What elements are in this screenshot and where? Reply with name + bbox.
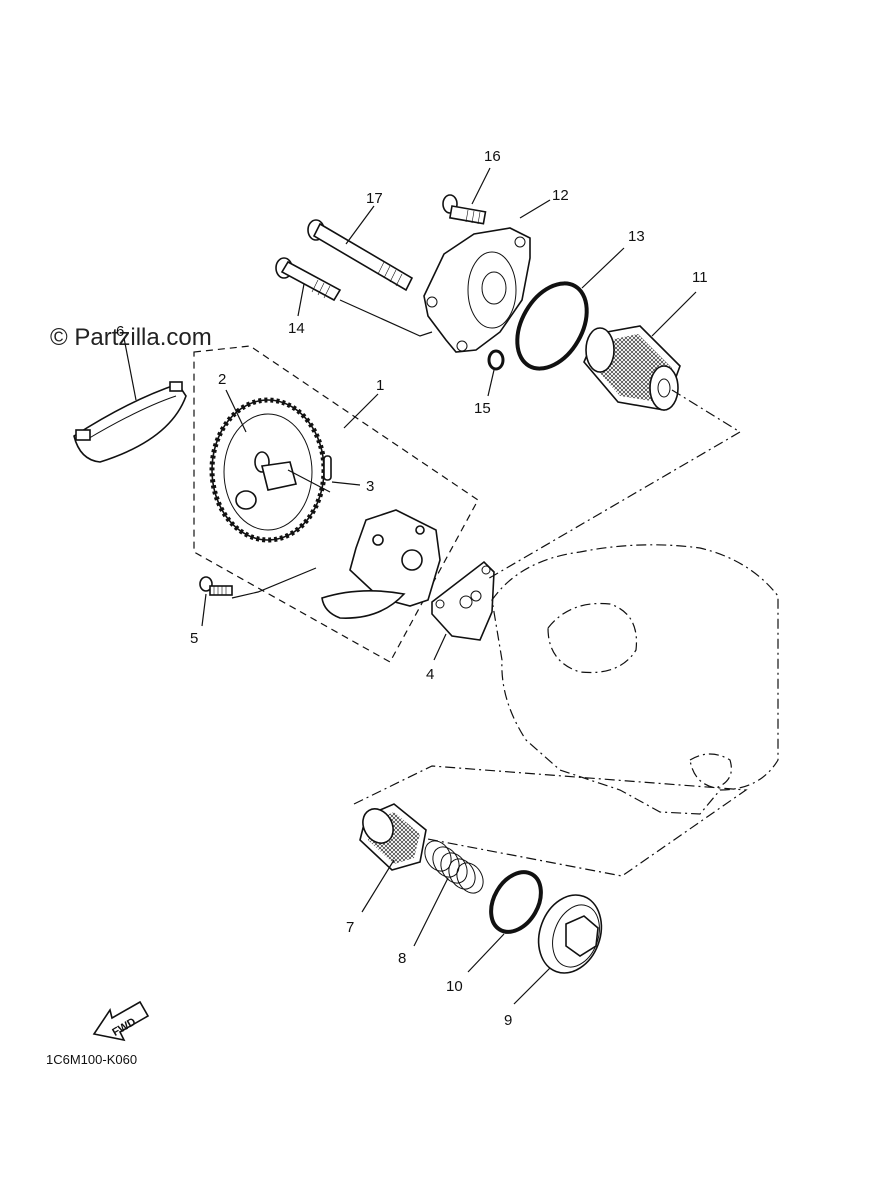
- leader-10: [467, 933, 505, 973]
- callout-3: 3: [366, 478, 374, 495]
- part-8-spring[interactable]: [420, 836, 489, 898]
- alignment-line-strainer: [353, 765, 748, 877]
- part-9-drain-plug[interactable]: [528, 886, 612, 982]
- callout-11: 11: [692, 269, 708, 286]
- part-6-cover[interactable]: [73, 381, 187, 463]
- callout-5: 5: [190, 630, 198, 647]
- part-12-filter-cover[interactable]: [423, 227, 531, 353]
- callout-17: 17: [366, 190, 383, 207]
- part-5-screw[interactable]: [199, 576, 233, 596]
- leader-8: [413, 877, 449, 947]
- callout-6: 6: [116, 323, 124, 340]
- alignment-line-filter: [485, 389, 742, 581]
- watermark: © Partzilla.com: [50, 324, 212, 351]
- crankcase-outline: [491, 544, 779, 815]
- part-16-bolt[interactable]: [442, 194, 487, 225]
- callout-7: 7: [346, 919, 354, 936]
- leader-12: [519, 199, 551, 219]
- callout-13: 13: [628, 228, 645, 245]
- part-10-o-ring[interactable]: [481, 863, 551, 940]
- part-11-oil-filter[interactable]: [583, 325, 681, 411]
- leader-2: [225, 389, 247, 433]
- callout-14: 14: [288, 320, 305, 337]
- crankcase-plug-port: [689, 753, 732, 789]
- part-13-o-ring[interactable]: [503, 271, 601, 381]
- part-14-bolt[interactable]: [275, 257, 342, 302]
- part-17-long-bolt[interactable]: [307, 219, 414, 292]
- crankcase-inner: [547, 602, 638, 674]
- callout-16: 16: [484, 148, 501, 165]
- leader-3: [287, 469, 361, 493]
- oil-pump-body[interactable]: [321, 509, 441, 619]
- callout-8: 8: [398, 950, 406, 967]
- part-15-small-o-ring[interactable]: [487, 349, 505, 371]
- leader-4: [433, 633, 447, 661]
- part-7-strainer[interactable]: [357, 803, 427, 871]
- diagram-code: 1C6M100-K060: [46, 1052, 137, 1067]
- callout-4: 4: [426, 666, 434, 683]
- callout-12: 12: [552, 187, 569, 204]
- callout-15: 15: [474, 400, 491, 417]
- leader-5: [201, 567, 317, 627]
- leader-17: [345, 205, 375, 245]
- leader-9: [513, 967, 551, 1005]
- leader-6: [123, 337, 137, 401]
- part-2-gear[interactable]: [209, 397, 327, 543]
- leader-11: [651, 291, 697, 337]
- leader-13: [581, 247, 625, 289]
- part-4-gasket[interactable]: [431, 560, 495, 641]
- leader-14: [297, 283, 433, 337]
- leader-16: [471, 167, 491, 205]
- callout-1: 1: [376, 377, 384, 394]
- leader-7: [361, 859, 395, 913]
- leader-15: [487, 369, 495, 397]
- leader-1: [343, 393, 379, 429]
- callout-9: 9: [504, 1012, 512, 1029]
- fwd-arrow-icon: FWD: [92, 1000, 150, 1042]
- part-3-pin[interactable]: [323, 455, 332, 481]
- callout-2: 2: [218, 371, 226, 388]
- callout-10: 10: [446, 978, 463, 995]
